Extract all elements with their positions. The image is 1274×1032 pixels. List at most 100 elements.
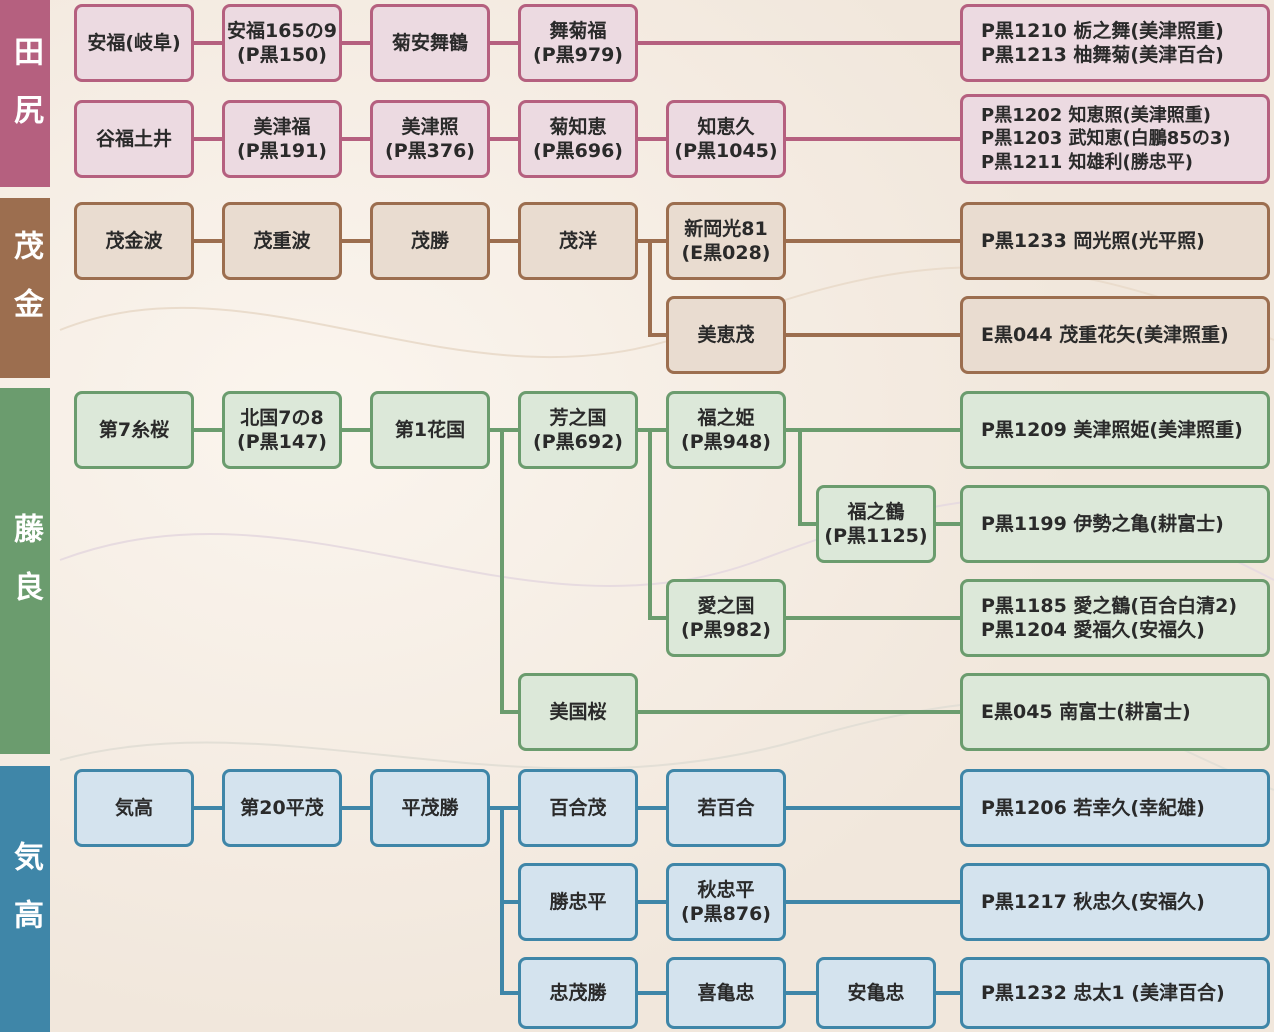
bull-name: 谷福土井 (95, 127, 172, 150)
result-node: P黒1217 秋忠久(安福久) (960, 863, 1270, 941)
result-node: P黒1209 美津照姫(美津照重) (960, 391, 1270, 469)
bull-node: 菊安舞鶴 (370, 4, 490, 82)
result-name: P黒1206 若幸久(幸紀雄) (981, 796, 1205, 819)
bull-name: 気高 (114, 796, 153, 819)
result-name: E黒044 茂重花矢(美津照重) (981, 323, 1229, 346)
bull-node: 谷福土井 (74, 100, 194, 178)
connector-f3-f11 (490, 428, 518, 714)
bull-node: 第1花国 (370, 391, 490, 469)
bull-node: 勝忠平 (518, 863, 638, 941)
bull-node: 第7糸桜 (74, 391, 194, 469)
bull-node: 安亀忠 (816, 957, 936, 1029)
group-label-tajiri: 田尻 (8, 35, 43, 152)
group-band-kitaka: 気高 (0, 766, 50, 1032)
result-node: E黒044 茂重花矢(美津照重) (960, 296, 1270, 374)
group-band-shigekane: 茂金 (0, 198, 50, 378)
connector-f5-f7 (786, 428, 816, 526)
bull-name: 若百合 (697, 796, 755, 819)
bull-name: 菊安舞鶴 (391, 31, 468, 54)
bull-name: 美国桜 (549, 700, 607, 723)
bull-name: 茂勝 (410, 229, 449, 252)
group-label-fujiyoshi: 藤良 (8, 513, 43, 629)
bull-node: 平茂勝 (370, 769, 490, 847)
result-node: P黒1185 愛之鶴(百合白清2) P黒1204 愛福久(安福久) (960, 579, 1270, 657)
bull-node: 茂金波 (74, 202, 194, 280)
bull-node: 福之姫 (P黒948) (666, 391, 786, 469)
bull-name: 平茂勝 (401, 796, 459, 819)
bull-name: 安福(岐阜) (87, 31, 181, 54)
result-name: P黒1232 忠太1 (美津百合) (981, 981, 1225, 1004)
bull-name: 喜亀忠 (697, 981, 755, 1004)
bull-name: 茂金波 (105, 229, 163, 252)
result-node: P黒1199 伊勢之亀(耕富士) (960, 485, 1270, 563)
bull-node: 若百合 (666, 769, 786, 847)
bull-name: 知恵久 (P黒1045) (674, 115, 778, 162)
bull-node: 愛之国 (P黒982) (666, 579, 786, 657)
result-node: P黒1202 知恵照(美津照重) P黒1203 武知恵(白鵬85の3) P黒12… (960, 94, 1270, 184)
bull-node: 美津福 (P黒191) (222, 100, 342, 178)
bull-name: 勝忠平 (549, 890, 607, 913)
bull-node: 喜亀忠 (666, 957, 786, 1029)
bull-name: 安亀忠 (847, 981, 905, 1004)
result-name: P黒1202 知恵照(美津照重) P黒1203 武知恵(白鵬85の3) P黒12… (981, 105, 1231, 173)
bull-name: 舞菊福 (P黒979) (533, 19, 623, 66)
result-name: P黒1233 岡光照(光平照) (981, 229, 1205, 252)
bull-node: 美国桜 (518, 673, 638, 751)
bull-node: 第20平茂 (222, 769, 342, 847)
bull-node: 安福165の9 (P黒150) (222, 4, 342, 82)
bull-node: 知恵久 (P黒1045) (666, 100, 786, 178)
bull-node: 安福(岐阜) (74, 4, 194, 82)
result-node: P黒1206 若幸久(幸紀雄) (960, 769, 1270, 847)
bull-node: 北国7の8 (P黒147) (222, 391, 342, 469)
bull-node: 忠茂勝 (518, 957, 638, 1029)
bull-name: 福之鶴 (P黒1125) (824, 500, 928, 547)
bull-name: 美津福 (P黒191) (237, 115, 327, 162)
bull-node: 美津照 (P黒376) (370, 100, 490, 178)
bull-node: 茂勝 (370, 202, 490, 280)
bull-node: 秋忠平 (P黒876) (666, 863, 786, 941)
bull-name: 菊知恵 (P黒696) (533, 115, 623, 162)
result-node: P黒1233 岡光照(光平照) (960, 202, 1270, 280)
bull-node: 気高 (74, 769, 194, 847)
bull-name: 茂重波 (253, 229, 311, 252)
bull-node: 福之鶴 (P黒1125) (816, 485, 936, 563)
bull-name: 第20平茂 (240, 796, 324, 819)
group-label-kitaka: 気高 (8, 841, 43, 957)
connector-f4-f9 (638, 428, 666, 620)
bull-node: 百合茂 (518, 769, 638, 847)
connector-k3-k10 (490, 806, 518, 995)
bull-name: 新岡光81 (E黒028) (681, 217, 771, 264)
result-name: P黒1217 秋忠久(安福久) (981, 890, 1205, 913)
bull-name: 美恵茂 (697, 323, 755, 346)
result-name: E黒045 南富士(耕富士) (981, 700, 1191, 723)
bull-name: 美津照 (P黒376) (385, 115, 475, 162)
result-node: P黒1232 忠太1 (美津百合) (960, 957, 1270, 1029)
bull-name: 第1花国 (394, 418, 466, 441)
bull-name: 茂洋 (558, 229, 597, 252)
bull-node: 舞菊福 (P黒979) (518, 4, 638, 82)
result-node: P黒1210 栃之舞(美津照重) P黒1213 柚舞菊(美津百合) (960, 4, 1270, 82)
bull-name: 愛之国 (P黒982) (681, 594, 771, 641)
bull-name: 秋忠平 (P黒876) (681, 878, 771, 925)
group-label-shigekane: 茂金 (8, 230, 43, 346)
group-band-tajiri: 田尻 (0, 0, 50, 187)
bull-name: 第7糸桜 (98, 418, 170, 441)
bull-node: 茂重波 (222, 202, 342, 280)
bull-name: 百合茂 (549, 796, 607, 819)
bull-node: 茂洋 (518, 202, 638, 280)
bull-node: 新岡光81 (E黒028) (666, 202, 786, 280)
bull-name: 北国7の8 (P黒147) (237, 406, 327, 453)
bull-node: 美恵茂 (666, 296, 786, 374)
bull-node: 芳之国 (P黒692) (518, 391, 638, 469)
bull-name: 安福165の9 (P黒150) (227, 19, 337, 66)
connector-s4-s7 (638, 239, 666, 337)
group-band-fujiyoshi: 藤良 (0, 388, 50, 754)
bull-name: 芳之国 (P黒692) (533, 406, 623, 453)
result-node: E黒045 南富士(耕富士) (960, 673, 1270, 751)
result-name: P黒1185 愛之鶴(百合白清2) P黒1204 愛福久(安福久) (981, 594, 1238, 641)
bull-name: 忠茂勝 (549, 981, 607, 1004)
result-name: P黒1199 伊勢之亀(耕富士) (981, 512, 1224, 535)
bull-node: 菊知恵 (P黒696) (518, 100, 638, 178)
bull-name: 福之姫 (P黒948) (681, 406, 771, 453)
